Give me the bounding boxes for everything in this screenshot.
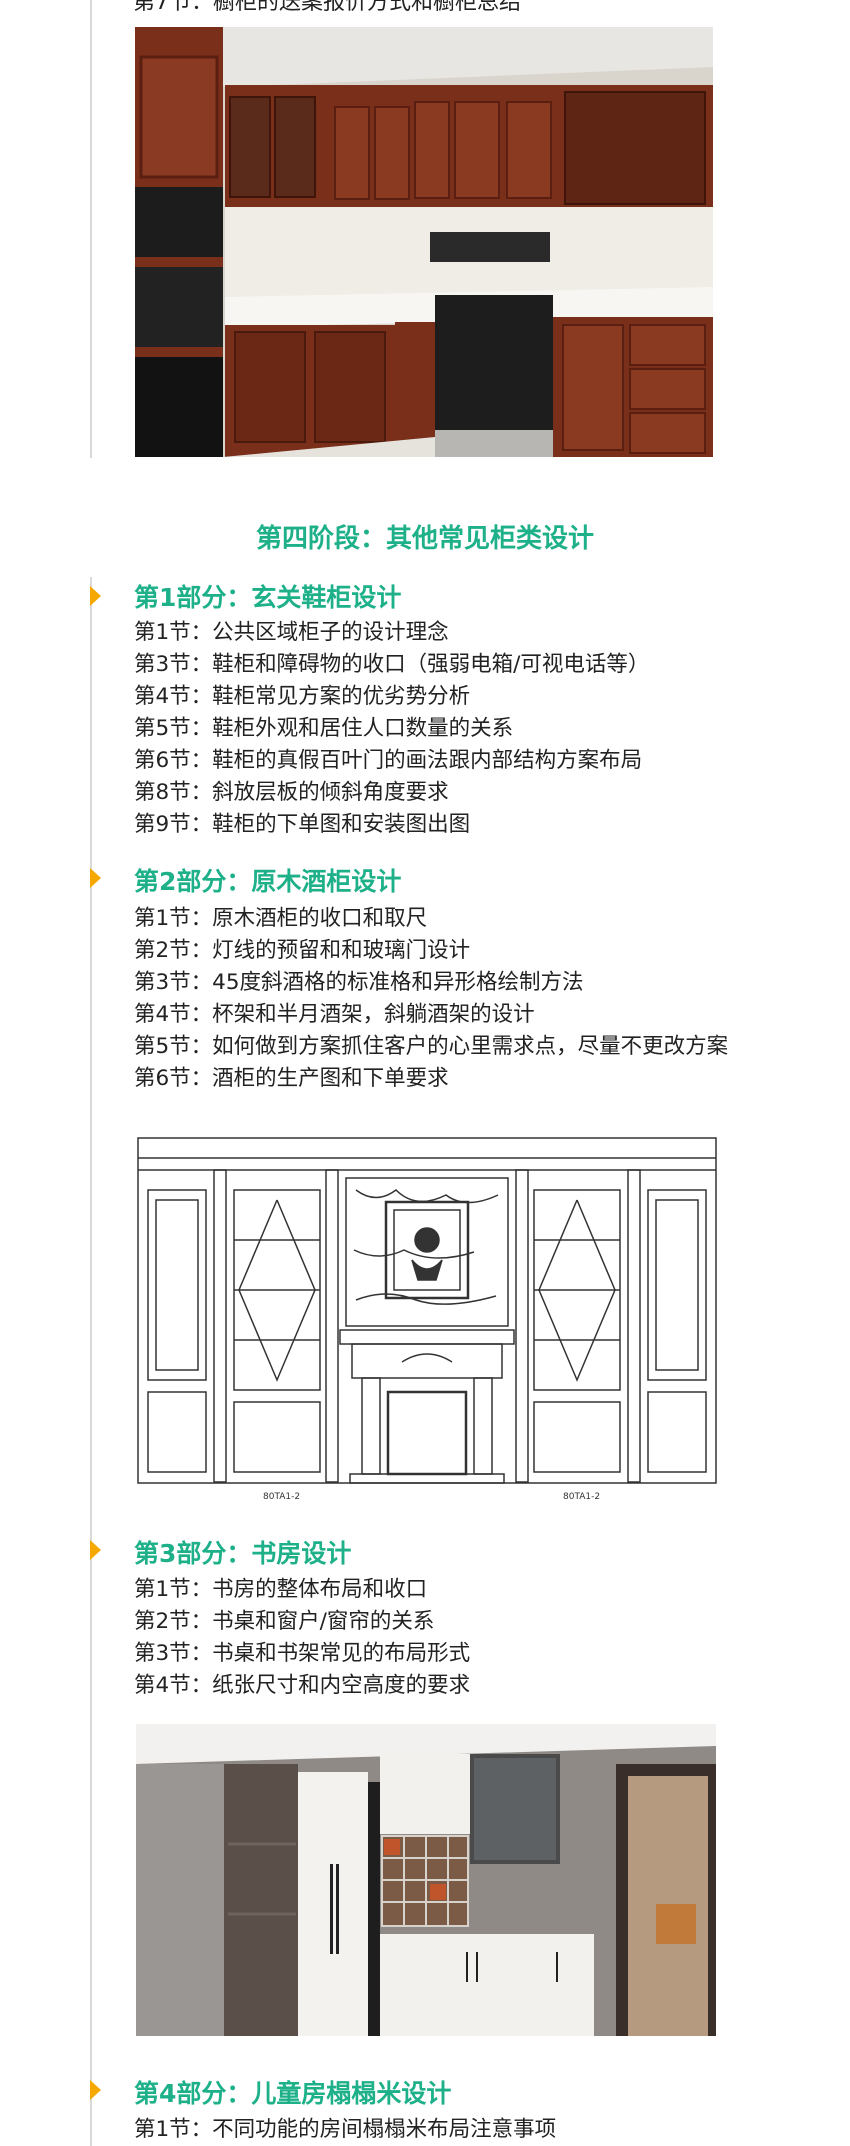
section-title: 第1部分：玄关鞋柜设计 [134,583,402,612]
lesson-item: 第6节：酒柜的生产图和下单要求 [134,1066,449,1091]
lesson-item: 第5节：鞋柜外观和居住人口数量的关系 [134,716,514,741]
lesson-list: 第1节：原木酒柜的收口和取尺 第2节：灯线的预留和和玻璃门设计 第3节：45度斜… [134,903,728,1095]
lesson-item: 第1节：书房的整体布局和收口 [134,1577,428,1602]
study-room-photo [136,1724,716,2036]
kitchen-cabinet-photo [135,27,713,457]
section-title: 第2部分：原木酒柜设计 [134,867,402,896]
lesson-list: 第1节：公共区域柜子的设计理念 第3节：鞋柜和障碍物的收口（强弱电箱/可视电话等… [134,617,649,841]
lesson-item-cut: 第7节：橱柜的送案报价方式和橱柜总结 [133,0,521,15]
lesson-list: 第1节：不同功能的房间榻榻米布局注意事项 [134,2114,556,2146]
lesson-item: 第9节：鞋柜的下单图和安装图出图 [134,812,471,837]
timeline-rail [90,577,92,2146]
drawing-label: 80TA1-2 [263,1492,301,1502]
lesson-item: 第4节：鞋柜常见方案的优劣势分析 [134,684,471,709]
section-title: 第3部分：书房设计 [134,1539,352,1568]
section-title: 第4部分：儿童房榻榻米设计 [134,2079,452,2108]
lesson-item: 第3节：45度斜酒格的标准格和异形格绘制方法 [134,970,584,995]
lesson-item: 第1节：不同功能的房间榻榻米布局注意事项 [134,2117,557,2142]
lesson-item: 第4节：杯架和半月酒架，斜躺酒架的设计 [134,1002,535,1027]
section-marker-icon [90,2080,101,2100]
lesson-item: 第3节：书桌和书架常见的布局形式 [134,1641,471,1666]
section-marker-icon [90,868,101,888]
lesson-item: 第6节：鞋柜的真假百叶门的画法跟内部结构方案布局 [134,748,643,773]
lesson-item: 第3节：鞋柜和障碍物的收口（强弱电箱/可视电话等） [134,652,650,677]
section-marker-icon [90,586,101,606]
section-marker-icon [90,1540,101,1560]
wine-cabinet-drawing: 80TA1-2 80TA1-2 [130,1130,725,1510]
lesson-list: 第1节：书房的整体布局和收口 第2节：书桌和窗户/窗帘的关系 第3节：书桌和书架… [134,1574,470,1702]
lesson-item: 第1节：公共区域柜子的设计理念 [134,620,449,645]
timeline-rail [90,0,92,458]
stage-title: 第四阶段：其他常见柜类设计 [255,524,594,554]
lesson-item: 第2节：灯线的预留和和玻璃门设计 [134,938,471,963]
lesson-item: 第4节：纸张尺寸和内空高度的要求 [134,1673,471,1698]
lesson-item: 第2节：书桌和窗户/窗帘的关系 [134,1609,435,1634]
lesson-item: 第8节：斜放层板的倾斜角度要求 [134,780,449,805]
lesson-item: 第1节：原木酒柜的收口和取尺 [134,906,428,931]
lesson-item: 第5节：如何做到方案抓住客户的心里需求点，尽量不更改方案 [134,1034,729,1059]
drawing-label: 80TA1-2 [563,1492,601,1502]
